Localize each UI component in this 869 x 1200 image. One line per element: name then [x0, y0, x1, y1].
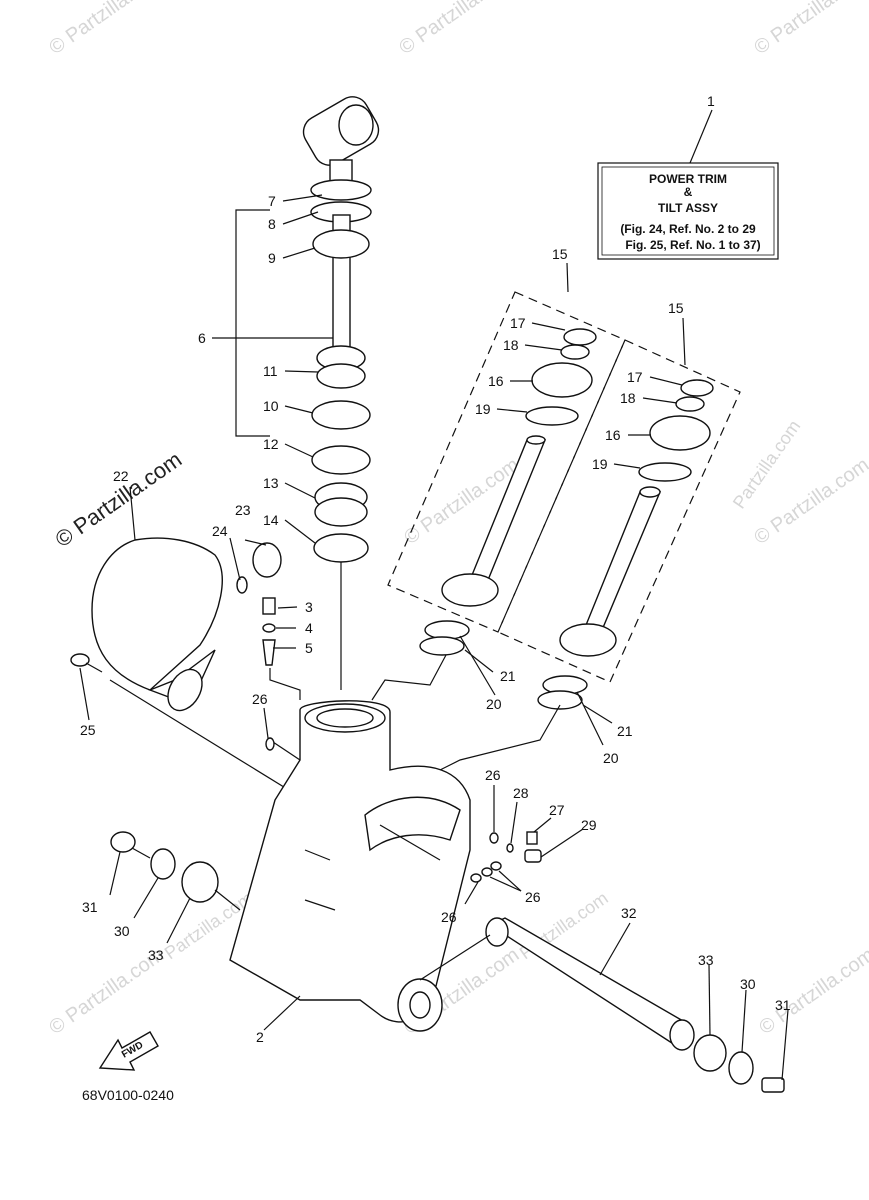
callout-31b: 31: [775, 997, 791, 1013]
pivot-parts: [110, 737, 785, 1093]
box-ref-1: (Fig. 24, Ref. No. 2 to 29: [620, 222, 756, 236]
callouts: 1 7 8 9 6 11 10 12 13 14 15 15 17 18 16 …: [80, 93, 791, 1045]
trim-ram-groups: [387, 291, 741, 710]
callout-17a: 17: [510, 315, 526, 331]
callout-11: 11: [263, 363, 278, 379]
callout-19a: 19: [475, 401, 491, 417]
watermark: Partzilla.com: [729, 416, 804, 512]
callout-15a: 15: [552, 246, 568, 262]
callout-17b: 17: [627, 369, 643, 385]
box-title-3: TILT ASSY: [658, 201, 718, 215]
group-bracket: [235, 209, 270, 437]
callout-25: 25: [80, 722, 96, 738]
callout-31a: 31: [82, 899, 98, 915]
callout-8: 8: [268, 216, 276, 232]
callout-15b: 15: [668, 300, 684, 316]
callout-27: 27: [549, 802, 565, 818]
callout-9: 9: [268, 250, 276, 266]
watermark: © Partzilla.com: [395, 0, 518, 59]
callout-6: 6: [198, 330, 206, 346]
callout-22: 22: [113, 468, 129, 484]
box-ref-2: Fig. 25, Ref. No. 1 to 37): [625, 238, 760, 252]
callout-23: 23: [235, 502, 251, 518]
callout-12: 12: [263, 436, 279, 452]
callout-20a: 20: [486, 696, 502, 712]
callout-26b: 26: [485, 767, 501, 783]
watermark: © Partzilla.com: [45, 0, 168, 59]
callout-16a: 16: [488, 373, 504, 389]
callout-26a: 26: [252, 691, 268, 707]
callout-1: 1: [707, 93, 715, 109]
callout-21a: 21: [500, 668, 516, 684]
callout-20b: 20: [603, 750, 619, 766]
callout-26d: 26: [441, 909, 457, 925]
callout-18a: 18: [503, 337, 519, 353]
callout-28: 28: [513, 785, 529, 801]
callout-26c: 26: [525, 889, 541, 905]
callout-33b: 33: [698, 952, 714, 968]
callout-30b: 30: [740, 976, 756, 992]
callout-18b: 18: [620, 390, 636, 406]
watermark: © Partzilla.com: [750, 0, 869, 59]
callout-32: 32: [621, 905, 637, 921]
watermark: © Partzilla.com: [755, 944, 869, 1039]
callout-10: 10: [263, 398, 279, 414]
assembly-box: POWER TRIM & TILT ASSY (Fig. 24, Ref. No…: [597, 109, 779, 260]
main-housing: [229, 654, 561, 1032]
callout-19b: 19: [592, 456, 608, 472]
drawing-code: 68V0100-0240: [82, 1087, 174, 1103]
box-title-2: &: [684, 185, 693, 199]
callout-14: 14: [263, 512, 279, 528]
callout-13: 13: [263, 475, 279, 491]
side-cover-parts: [70, 537, 306, 801]
side-watermark: © Partzilla.com: [51, 447, 187, 553]
tilt-rod-assembly: [302, 96, 380, 690]
callout-7: 7: [268, 193, 276, 209]
callout-3: 3: [305, 599, 313, 615]
fwd-arrow: FWD: [98, 1031, 159, 1071]
callout-24: 24: [212, 523, 228, 539]
callout-5: 5: [305, 640, 313, 656]
callout-21b: 21: [617, 723, 633, 739]
callout-33a: 33: [148, 947, 164, 963]
callout-4: 4: [305, 620, 313, 636]
box-title-1: POWER TRIM: [649, 172, 727, 186]
callout-2: 2: [256, 1029, 264, 1045]
callout-29: 29: [581, 817, 597, 833]
callout-30a: 30: [114, 923, 130, 939]
callout-16b: 16: [605, 427, 621, 443]
leader-lines: [79, 194, 789, 1081]
